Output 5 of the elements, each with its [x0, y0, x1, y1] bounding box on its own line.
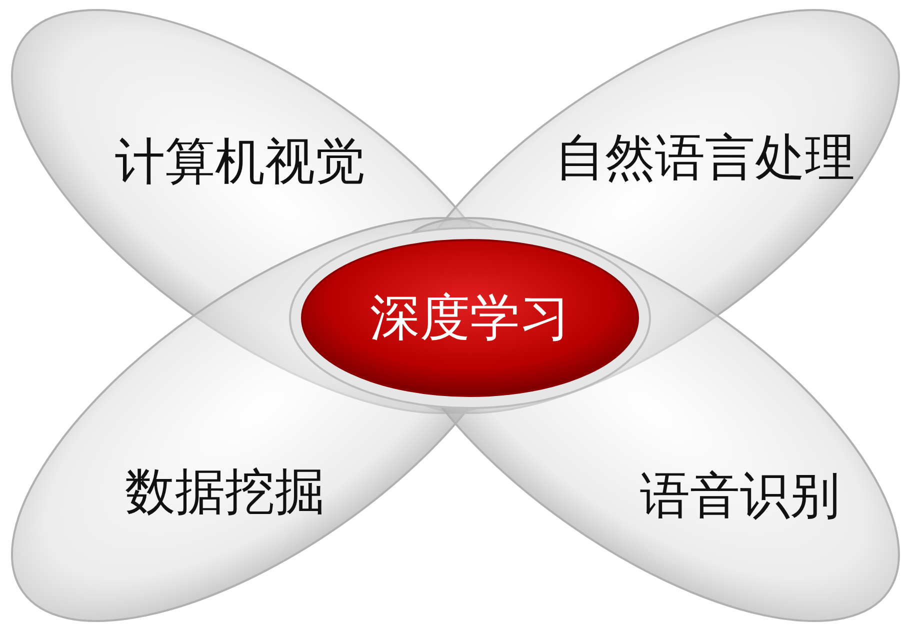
petal-label: 语音识别	[640, 468, 840, 524]
petal-label: 计算机视觉	[114, 134, 365, 190]
petal-label: 数据挖掘	[124, 464, 325, 520]
center-label: 深度学习	[370, 290, 570, 346]
petal-label: 自然语言处理	[554, 130, 855, 186]
